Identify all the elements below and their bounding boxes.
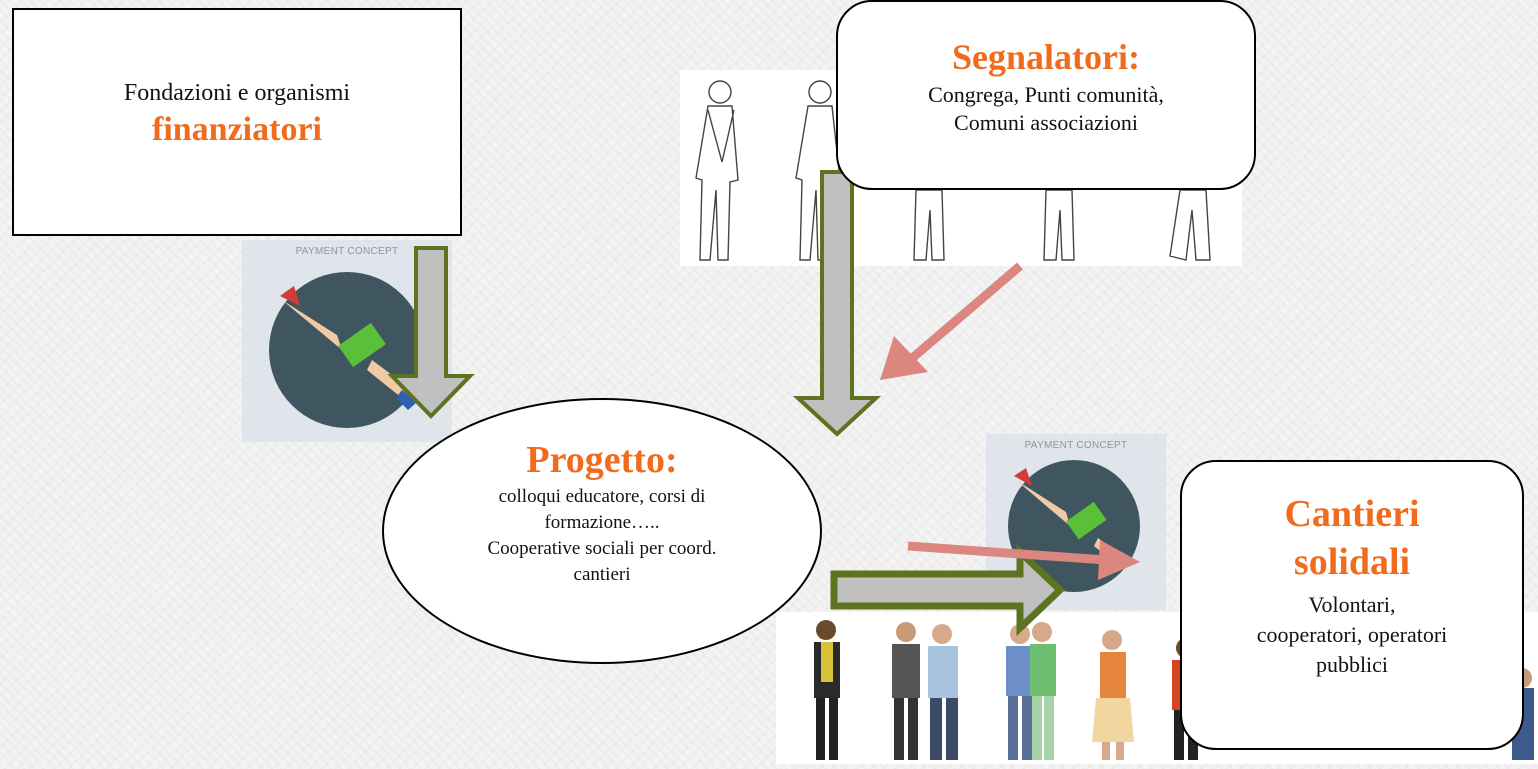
block-arrow-right: [830, 543, 1066, 637]
person-figure-3: [928, 624, 958, 760]
reporters-box: Segnalatori: Congrega, Punti comunità, C…: [836, 0, 1256, 190]
worker-figure-3: [913, 189, 945, 261]
sites-line3: pubblici: [1315, 652, 1389, 677]
project-line1: colloqui educatore, corsi di: [498, 486, 706, 507]
reporters-title: Segnalatori:: [952, 37, 1140, 77]
sites-line1: Volontari,: [1308, 592, 1396, 617]
block-arrow-down-center: [792, 170, 882, 437]
funders-line1: Fondazioni e organismi: [123, 80, 351, 106]
thin-arrow-diagonal-head: [880, 336, 928, 380]
person-figure-5: [1030, 622, 1056, 760]
worker-figure-4: [1043, 189, 1075, 261]
reporters-line1: Congrega, Punti comunità,: [928, 82, 1164, 107]
worker-figure-1: [695, 80, 739, 261]
reporters-line2: Comuni associazioni: [954, 110, 1138, 135]
thin-arrow-right-head: [1098, 540, 1140, 580]
project-line3: Cooperative sociali per coord.: [487, 538, 717, 559]
project-line4: cantieri: [573, 564, 631, 585]
person-figure-2: [892, 622, 920, 760]
funders-line2: finanziatori: [152, 111, 322, 148]
sites-line2: cooperatori, operatori: [1256, 622, 1448, 647]
sites-title-line1: Cantieri: [1284, 493, 1420, 535]
person-figure-6: [1092, 630, 1134, 760]
project-title: Progetto:: [526, 439, 678, 481]
payment-caption: PAYMENT CONCEPT: [295, 246, 399, 257]
project-ellipse: Progetto: colloqui educatore, corsi di f…: [382, 398, 822, 664]
worker-figure-5: [1169, 189, 1211, 261]
project-line2: formazione…..: [544, 512, 660, 533]
thin-arrow-diagonal: [907, 262, 1023, 364]
block-arrow-down-left: [387, 246, 475, 419]
sites-box: Cantieri solidali Volontari, cooperatori…: [1180, 460, 1524, 750]
funders-box: Fondazioni e organismi finanziatori: [12, 8, 462, 236]
sites-title-line2: solidali: [1293, 541, 1411, 583]
person-figure-4: [1006, 624, 1034, 760]
thin-arrow-right: [907, 541, 1107, 565]
payment-caption-2: PAYMENT CONCEPT: [1024, 440, 1128, 451]
person-figure-1: [814, 620, 840, 760]
